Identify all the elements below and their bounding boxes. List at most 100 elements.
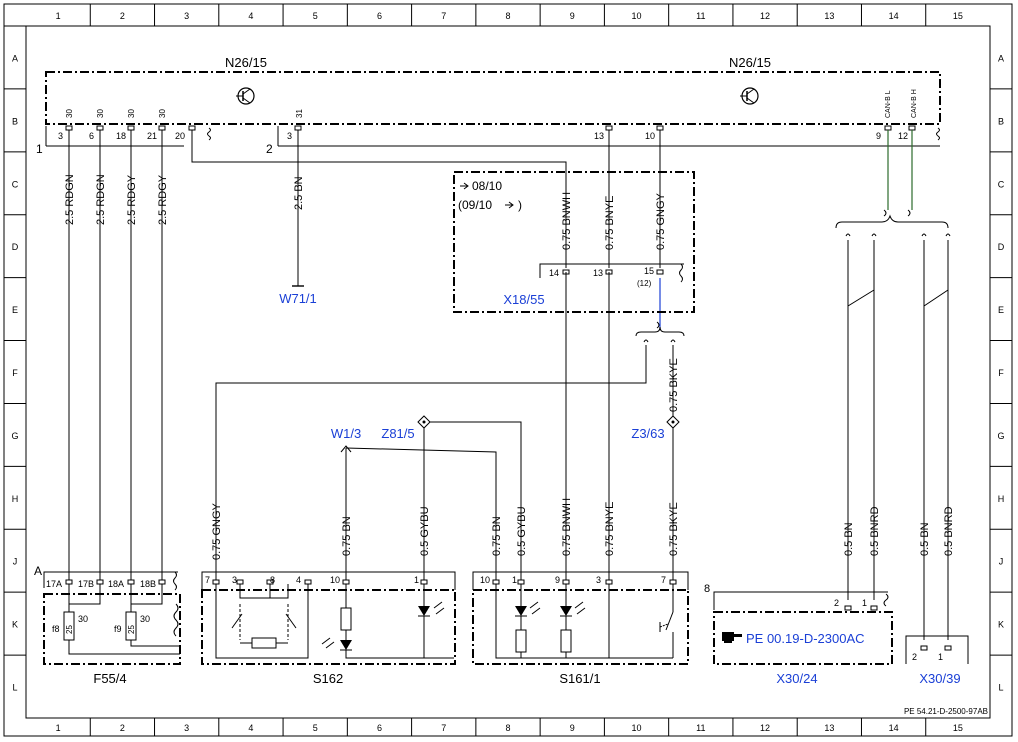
column-label: 2: [120, 11, 125, 21]
pin-terminal: [884, 125, 892, 131]
column-label: 5: [313, 723, 318, 733]
column-label: 15: [953, 723, 963, 733]
pin-terminal: [870, 605, 878, 611]
row-label: D: [12, 242, 19, 252]
wire-label: 0.75 GNGY: [655, 192, 667, 250]
wire-label: 0.75 BNYE: [604, 196, 616, 250]
pin-terminal: [669, 579, 677, 585]
wire-label: 0.5 BNRD: [943, 506, 955, 556]
switch-s162[interactable]: 7 3 8 4 10 1 S162: [201, 571, 456, 686]
column-label: 14: [889, 11, 899, 21]
splice-z81-5-icon: [417, 415, 431, 429]
x18-55-label: X18/55: [503, 292, 544, 307]
column-label: 7: [441, 11, 446, 21]
pin-terminal: [127, 125, 135, 131]
wire-label: 0.75 BN: [491, 516, 503, 556]
column-label: 6: [377, 723, 382, 733]
fuse-pin: 30: [78, 614, 88, 624]
connector-x18-55[interactable]: 08/10 (09/10 ) 14 13 15 (12) X18/55: [453, 171, 695, 313]
pin-number: 18: [116, 131, 126, 141]
wire-label: 2.5 RDGN: [64, 174, 76, 225]
w1-3-label[interactable]: W1/3: [331, 426, 361, 441]
module-n26-15[interactable]: N26/15 N26/15 30 30 30 30 31 CAN-B L CAN…: [36, 55, 941, 156]
row-label: F: [998, 368, 1004, 378]
pin-terminal: [844, 605, 852, 611]
pin-terminal: [420, 579, 428, 585]
pin-30-label: 30: [65, 109, 74, 118]
row-label: E: [998, 305, 1004, 315]
pin-terminal: [65, 579, 73, 585]
x18-55-note: 08/10: [472, 179, 502, 193]
resistor-icon: [560, 629, 572, 653]
pin-number: 15: [644, 266, 654, 276]
pin-number: 21: [147, 131, 157, 141]
pin-number: 17A: [46, 579, 62, 589]
x30-39-label: X30/39: [919, 671, 960, 686]
led-icon: [418, 601, 445, 617]
pin-terminal: [158, 579, 166, 585]
w71-1-label[interactable]: W71/1: [279, 291, 317, 306]
connector-ref-1: 1: [36, 142, 43, 156]
pin-terminal: [212, 579, 220, 585]
fuse-pin: 30: [140, 614, 150, 624]
wire-label: 0.75 BNWH: [561, 498, 573, 556]
z81-5-label[interactable]: Z81/5: [381, 426, 414, 441]
column-label: 9: [570, 11, 575, 21]
column-label: 3: [184, 723, 189, 733]
pin-terminal: [304, 579, 312, 585]
connector-x30-24[interactable]: 8 2 1 PE 00.19-D-2300AC X30/24: [704, 583, 893, 686]
led-icon: [560, 601, 586, 617]
pin-number: 4: [296, 575, 301, 585]
wire-labels: 2.5 RDGN 2.5 RDGN 2.5 RDGY 2.5 RDGY 2.5 …: [64, 174, 955, 560]
pin-number: 3: [287, 131, 292, 141]
wire-label: 0.75 BKYE: [668, 358, 680, 412]
wire-label: 0.5 GYBU: [419, 506, 431, 556]
row-label: G: [997, 431, 1004, 441]
row-label: H: [998, 494, 1005, 504]
column-label: 13: [824, 723, 834, 733]
pin-number: 2: [834, 598, 839, 608]
pin-terminal: [158, 125, 166, 131]
column-label: 8: [505, 11, 510, 21]
pin-31-label: 31: [295, 109, 304, 118]
wire-label: 0.75 BNYE: [604, 502, 616, 556]
fuse-rating: 25: [127, 625, 136, 634]
wire-label: 0.75 GNGY: [211, 502, 223, 560]
x30-24-reference-link[interactable]: PE 00.19-D-2300AC: [746, 631, 865, 646]
wire-label: 2.5 RDGY: [126, 174, 138, 225]
pin-terminal: [656, 269, 664, 275]
column-label: 13: [824, 11, 834, 21]
column-label: 7: [441, 723, 446, 733]
row-label: E: [12, 305, 18, 315]
fuse-rating: 25: [65, 625, 74, 634]
x18-55-note: ): [518, 198, 522, 212]
wire-label: 0.5 BN: [919, 522, 931, 556]
fuse-block-f55-4[interactable]: A 17A 17B 18A 18B 25 f8 30 25 f9 30 F55/…: [34, 564, 181, 686]
pin-number: 20: [175, 131, 185, 141]
pin-number: 8: [270, 575, 275, 585]
column-label: 1: [56, 11, 61, 21]
row-label: J: [13, 557, 18, 567]
s162-label: S162: [313, 671, 343, 686]
connector-x30-39[interactable]: 2 1 X30/39: [905, 635, 969, 686]
column-label: 1: [56, 723, 61, 733]
column-label: 5: [313, 11, 318, 21]
wire-label: 0.75 BNWH: [561, 192, 573, 250]
pin-number: 7: [661, 575, 666, 585]
f55-4-label: F55/4: [93, 671, 126, 686]
pin-number: 1: [862, 598, 867, 608]
pin-terminal: [188, 125, 196, 131]
pin-number: 3: [232, 575, 237, 585]
z3-63-label[interactable]: Z3/63: [631, 426, 664, 441]
wire-label: 0.75 BKYE: [668, 502, 680, 556]
switch-s161-1[interactable]: 10 1 9 3 7 S161/1: [472, 571, 689, 686]
pin-terminal: [96, 579, 104, 585]
row-label: F: [12, 368, 18, 378]
row-label: C: [12, 179, 19, 189]
pin-number: 10: [480, 575, 490, 585]
n26-label-right: N26/15: [729, 55, 771, 70]
